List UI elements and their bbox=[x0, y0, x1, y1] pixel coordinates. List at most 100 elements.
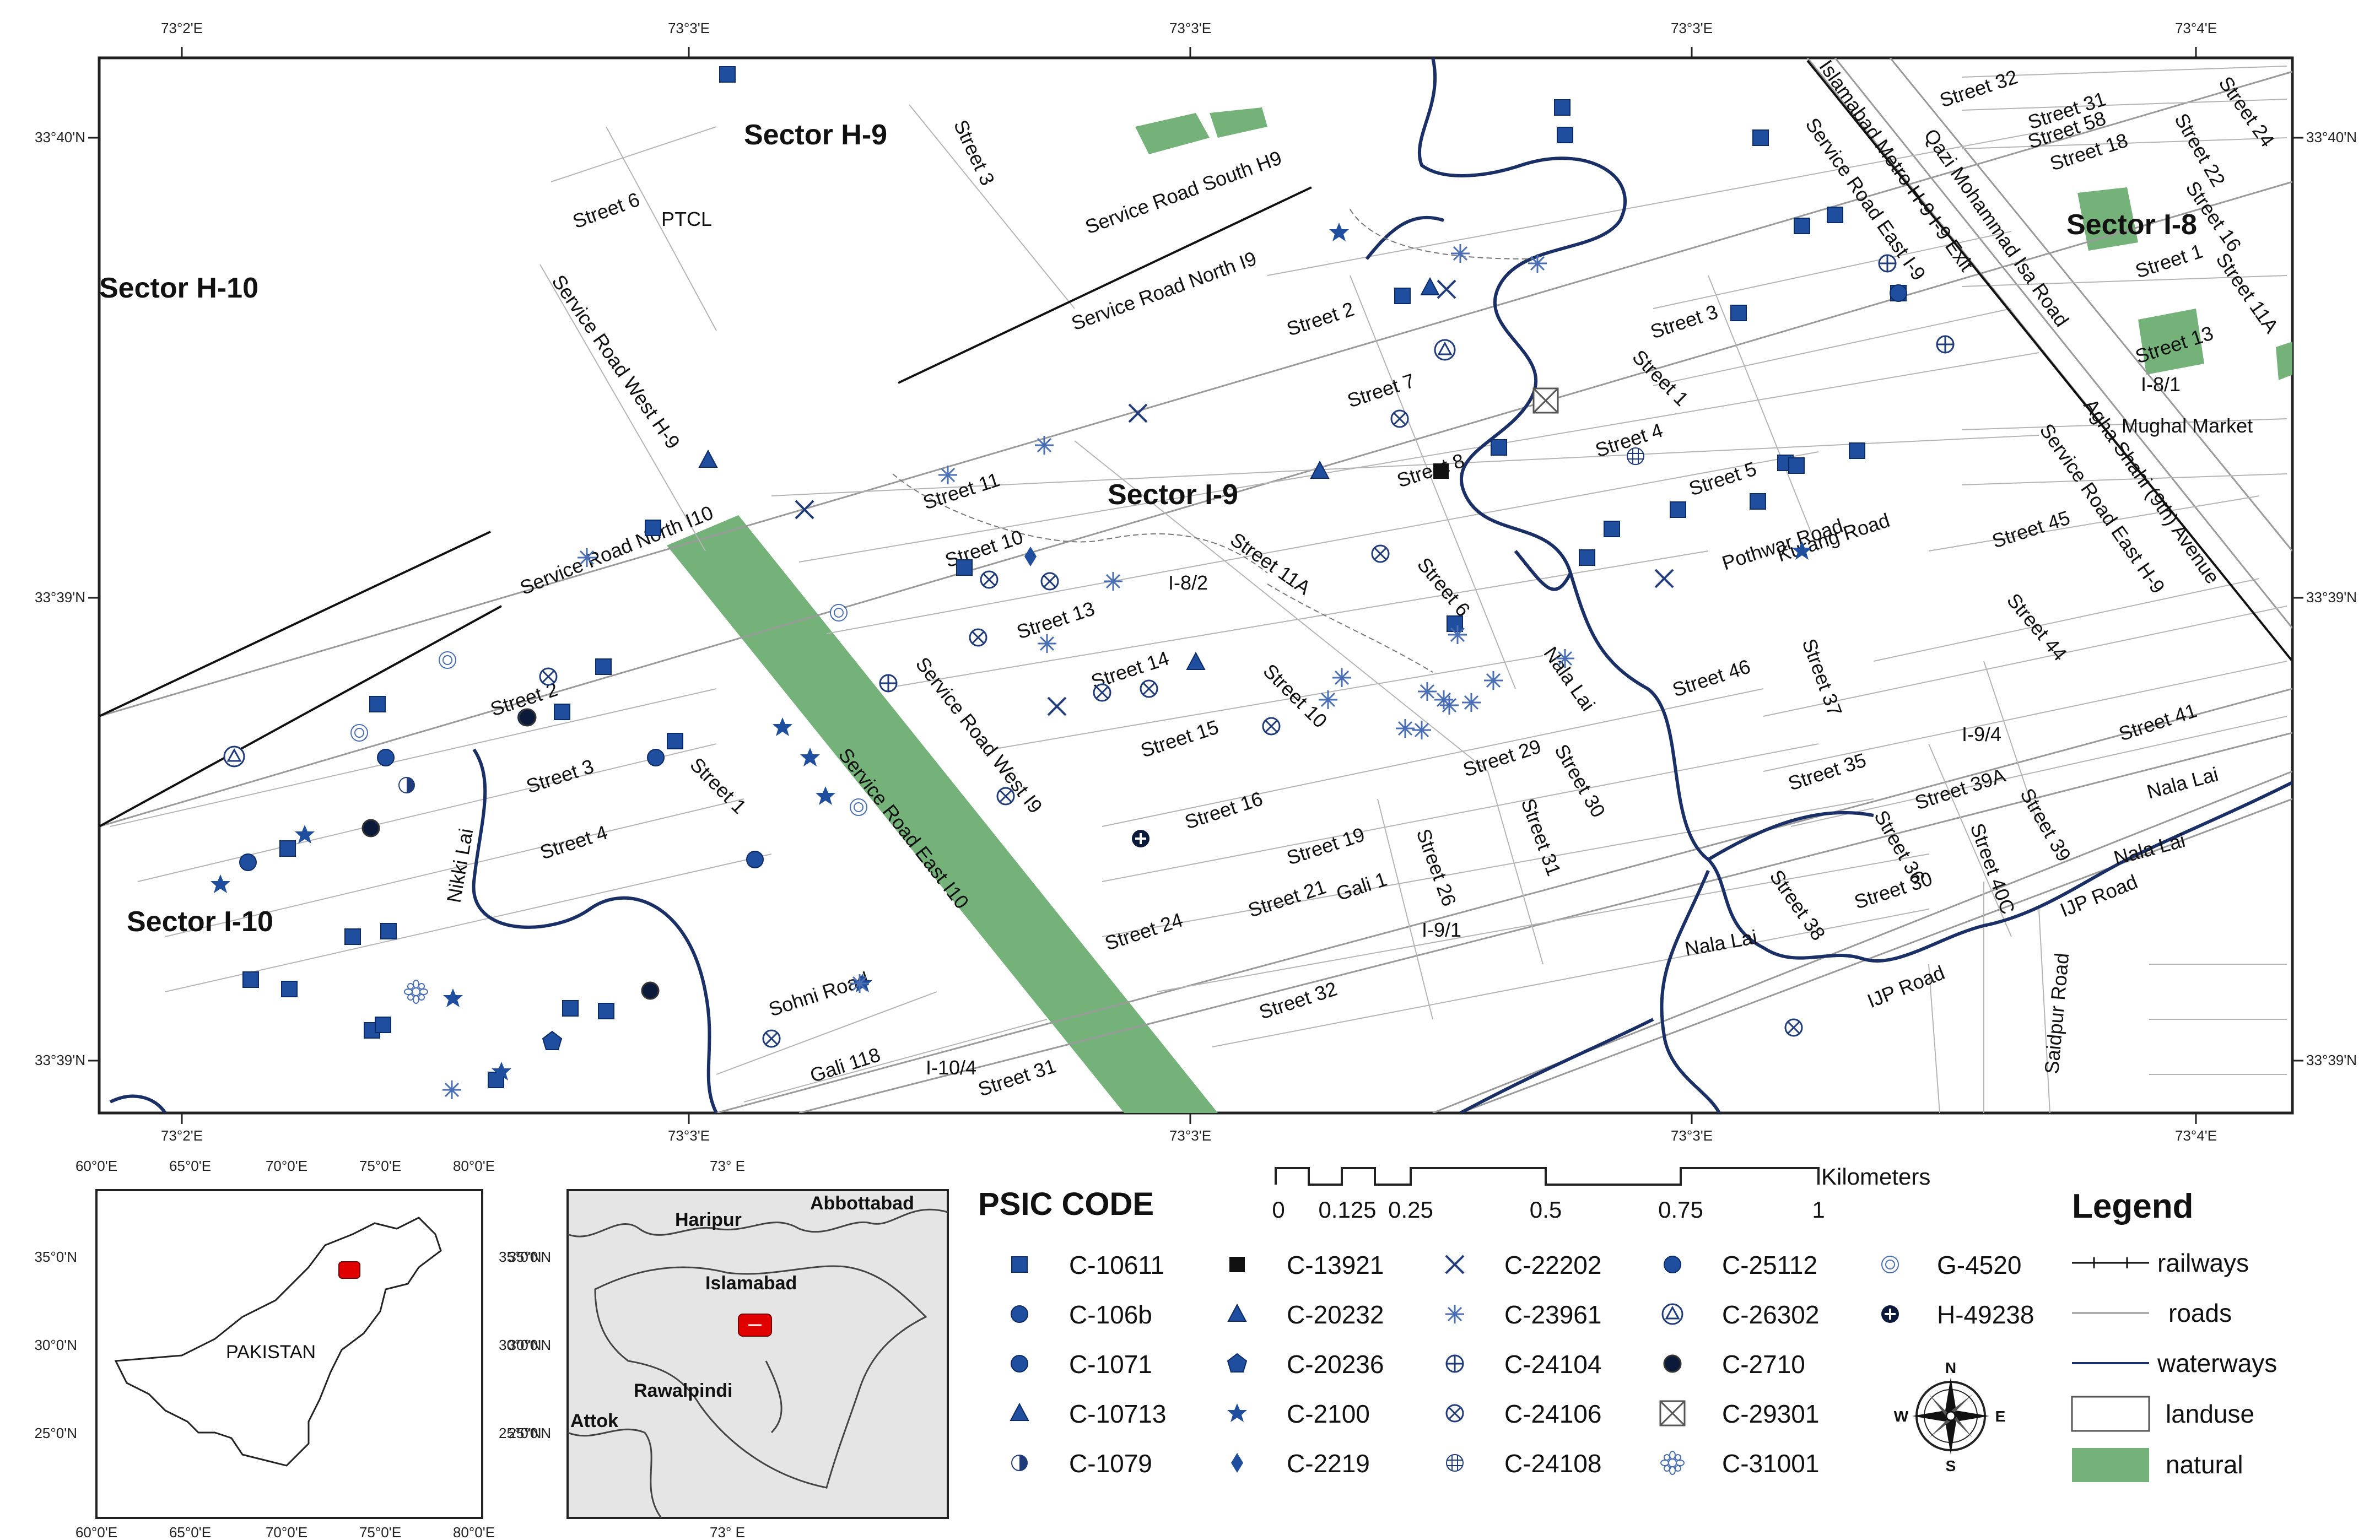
lon-tick: 73°3'E bbox=[1671, 1127, 1713, 1144]
point-c-24106 bbox=[1093, 683, 1111, 702]
sector-label: Sector H-10 bbox=[99, 272, 258, 304]
psic-entry: C-29301 bbox=[1722, 1399, 1819, 1428]
lat-axis-right: 33°40'N 33°39'N 33°39'N bbox=[2306, 129, 2357, 1068]
lat-tick: 33°39'N bbox=[35, 1052, 85, 1068]
point-c-106b bbox=[239, 853, 257, 871]
inset-pakistan: 60°0'E 65°0'E 70°0'E 75°0'E 80°0'E 60°0'… bbox=[34, 1158, 541, 1540]
legend-natural-swatch bbox=[2072, 1448, 2149, 1482]
point-c-2710 bbox=[641, 981, 660, 1000]
legend-item: waterways bbox=[2157, 1349, 2277, 1377]
point-c-13921 bbox=[1433, 463, 1449, 479]
street-label: I-8/2 bbox=[1168, 571, 1208, 594]
psic-entry: C-24108 bbox=[1504, 1449, 1601, 1478]
point-c-10611 bbox=[1730, 305, 1747, 321]
inset-region-lon-tick: 73° E bbox=[710, 1158, 745, 1174]
point-c-23961 bbox=[1527, 253, 1548, 274]
psic-entry: C-20236 bbox=[1287, 1350, 1384, 1379]
point-c-10611 bbox=[598, 1003, 614, 1019]
railway bbox=[99, 60, 2292, 828]
psic-title: PSIC CODE bbox=[978, 1186, 1154, 1222]
point-c-24106 bbox=[1784, 1018, 1803, 1037]
study-area-marker bbox=[338, 1261, 360, 1279]
point-c-10611 bbox=[595, 658, 612, 675]
park-patch bbox=[1210, 107, 1267, 138]
inset-lat-tick: 35°0'N bbox=[499, 1249, 542, 1265]
point-c-29301 bbox=[1532, 387, 1559, 414]
point-c-10611 bbox=[554, 704, 570, 720]
psic-symbol-half-circle bbox=[1011, 1455, 1028, 1471]
point-c-24104 bbox=[1878, 254, 1897, 273]
point-h-49238 bbox=[1131, 829, 1151, 849]
scale-unit: Kilometers bbox=[1821, 1164, 1930, 1190]
scale-tick: 0.5 bbox=[1530, 1197, 1562, 1223]
point-c-26302 bbox=[223, 745, 245, 768]
point-c-24106 bbox=[1262, 717, 1281, 736]
compass-east: E bbox=[1995, 1408, 2006, 1425]
point-c-23961 bbox=[1395, 718, 1416, 739]
sector-label: Sector I-10 bbox=[127, 906, 273, 938]
point-c-24106 bbox=[980, 570, 999, 589]
point-c-10611 bbox=[1557, 127, 1573, 143]
psic-entry: C-26302 bbox=[1722, 1300, 1819, 1329]
lat-tick: 33°40'N bbox=[35, 129, 85, 145]
inset-lon-tick: 60°0'E bbox=[75, 1524, 117, 1540]
psic-symbol-star bbox=[1227, 1403, 1247, 1422]
point-c-10611 bbox=[1827, 207, 1843, 223]
inset-lat-tick: 35°0'N bbox=[34, 1249, 77, 1265]
legend-item: railways bbox=[2157, 1249, 2249, 1277]
place-label: Rawalpindi bbox=[634, 1380, 732, 1401]
lon-tick: 73°3'E bbox=[668, 20, 710, 36]
compass-west: W bbox=[1894, 1408, 1909, 1425]
point-c-10611 bbox=[281, 981, 298, 997]
psic-symbol-triangle bbox=[1228, 1304, 1246, 1322]
legend-item: landuse bbox=[2166, 1399, 2254, 1428]
psic-symbol-triangle bbox=[1010, 1403, 1029, 1421]
point-c-10611 bbox=[1752, 129, 1769, 146]
psic-symbol-circle-plus bbox=[1445, 1354, 1464, 1373]
psic-entry: C-25112 bbox=[1722, 1251, 1817, 1279]
psic-symbol-square-black bbox=[1229, 1257, 1245, 1272]
lat-tick: 33°39'N bbox=[35, 589, 85, 606]
point-c-23961 bbox=[1461, 692, 1482, 713]
point-c-1079 bbox=[398, 777, 415, 793]
point-c-23961 bbox=[576, 547, 597, 568]
psic-entry: C-13921 bbox=[1287, 1251, 1384, 1279]
park-patch bbox=[2138, 309, 2204, 375]
point-c-23961 bbox=[849, 973, 870, 994]
waterways bbox=[109, 58, 2292, 1113]
psic-entry: C-2710 bbox=[1722, 1350, 1805, 1379]
point-c-10611 bbox=[719, 66, 736, 83]
inset-lon-tick: 60°0'E bbox=[75, 1158, 117, 1174]
lon-tick: 73°2'E bbox=[161, 1127, 203, 1144]
place-label: Haripur bbox=[675, 1209, 742, 1230]
point-c-23961 bbox=[937, 464, 958, 485]
point-g-4520 bbox=[350, 724, 368, 742]
street-label: PTCL bbox=[661, 208, 712, 230]
lat-axis-left: 33°40'N 33°39'N 33°39'N bbox=[35, 129, 85, 1068]
tick-marks bbox=[88, 47, 2303, 1124]
psic-symbol-square bbox=[1011, 1256, 1028, 1273]
lon-tick: 73°3'E bbox=[1169, 20, 1211, 36]
inset-lon-tick: 65°0'E bbox=[169, 1524, 211, 1540]
inset-region-lat-tick: 30°0'N bbox=[508, 1337, 551, 1353]
lon-axis-top: 73°2'E 73°3'E 73°3'E 73°3'E 73°4'E bbox=[161, 20, 2217, 36]
point-c-10611 bbox=[1604, 521, 1620, 537]
point-c-10611 bbox=[1794, 218, 1810, 234]
inset-lon-tick: 80°0'E bbox=[453, 1524, 495, 1540]
point-c-10611 bbox=[956, 559, 973, 576]
lon-tick: 73°4'E bbox=[2175, 20, 2217, 36]
point-c-1071 bbox=[647, 749, 665, 766]
psic-symbol-circle-ringed bbox=[1663, 1354, 1682, 1373]
inset-lon-tick: 70°0'E bbox=[266, 1524, 307, 1540]
boundaries bbox=[892, 209, 1532, 673]
psic-symbol-circle-cross bbox=[1880, 1304, 1900, 1324]
point-c-23961 bbox=[1103, 571, 1124, 592]
psic-entry: C-1071 bbox=[1069, 1350, 1152, 1379]
compass-north: N bbox=[1945, 1359, 1956, 1376]
point-c-10611 bbox=[1579, 549, 1595, 566]
point-c-23961 bbox=[1555, 648, 1575, 669]
point-c-10611 bbox=[1447, 615, 1463, 632]
inset-lat-tick: 30°0'N bbox=[499, 1337, 542, 1353]
point-g-4520 bbox=[830, 604, 848, 622]
